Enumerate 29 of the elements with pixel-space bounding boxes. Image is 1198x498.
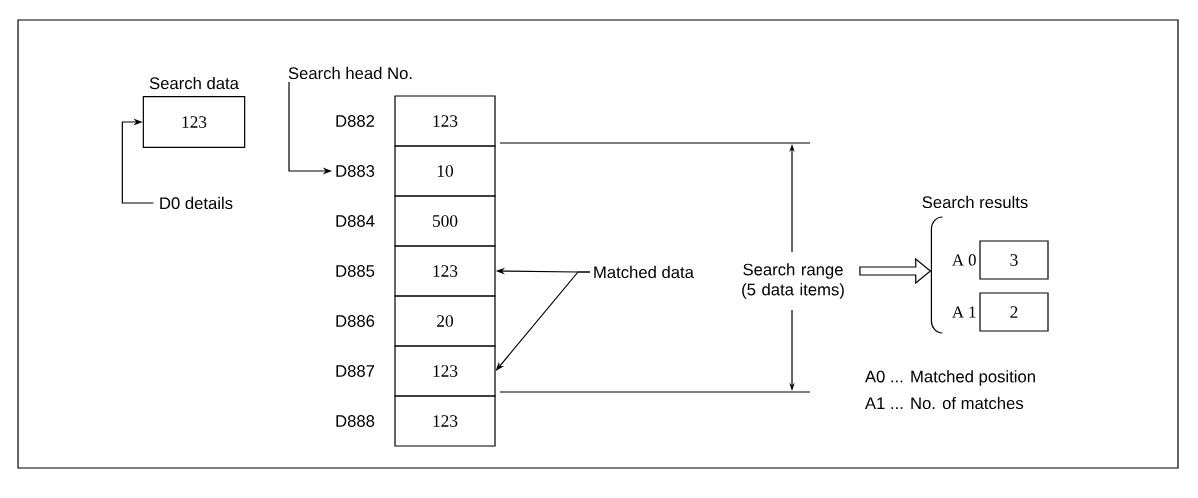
register-label: A 1: [952, 306, 976, 318]
register-label: D887: [336, 365, 375, 377]
table-cell: 123: [394, 95, 496, 147]
heading: Search data: [149, 76, 239, 90]
register-label: D888: [336, 415, 375, 427]
arrow: [121, 118, 154, 204]
register-label: D884: [336, 215, 375, 227]
hollow-arrow: [859, 257, 932, 285]
register-label: D885: [336, 265, 375, 277]
table-cell: 10: [394, 145, 496, 197]
legend-note: A0 ... Matched position: [865, 370, 1035, 386]
value-box: 123: [142, 96, 246, 148]
register-label: D886: [336, 315, 375, 327]
legend-note: A1 ... No. of matches: [865, 396, 1024, 410]
table-cell: 500: [394, 195, 496, 247]
register-label: D882: [336, 115, 375, 127]
register-label: D883: [336, 165, 375, 177]
label-text: D0 details: [160, 196, 233, 210]
label-text: Search head No.: [288, 66, 412, 80]
heading: Search results: [922, 195, 1028, 209]
label-text: Search range (5 data items): [742, 263, 844, 299]
table-cell: 20: [394, 295, 496, 347]
value-box: 3: [979, 240, 1049, 280]
table-cell: 123: [394, 345, 496, 397]
label-text: Matched data: [594, 265, 694, 279]
register-label: A 0: [952, 254, 976, 266]
table-cell: 123: [394, 245, 496, 297]
table-cell: 123: [394, 395, 496, 447]
value-box: 2: [979, 292, 1049, 332]
